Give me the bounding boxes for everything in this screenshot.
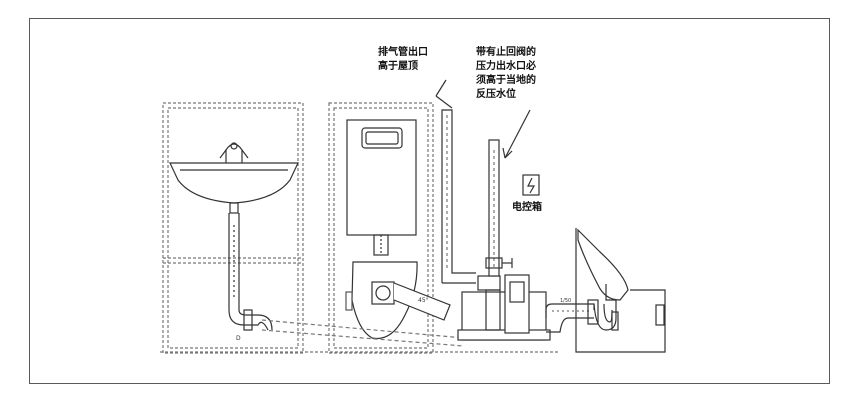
vent-outlet-label: 排气管出口 高于屋顶: [378, 47, 428, 72]
svg-text:1/50: 1/50: [560, 298, 571, 304]
vent-pipe: [435, 79, 476, 284]
diagram-frame: [29, 18, 830, 384]
toilet-cabinet: [328, 102, 434, 354]
svg-text:D: D: [236, 335, 241, 342]
pump-unit: [457, 274, 551, 341]
washbasin-cabinet: [162, 102, 304, 354]
urinal: [575, 228, 666, 353]
floor-drain-line: [160, 319, 560, 353]
check-valve-label: 带有止回阀的 压力出水口必 须高于当地的 反压水位: [476, 47, 536, 100]
urinal-drain-pipe: 1/50: [545, 298, 619, 333]
pressure-outlet-pipe: [485, 109, 531, 277]
control-box-label: 电控箱: [512, 202, 542, 213]
toilet-bowl: 45°: [345, 261, 451, 340]
washbasin: D: [169, 142, 299, 342]
control-box: [522, 174, 540, 196]
svg-text:45°: 45°: [418, 297, 429, 304]
